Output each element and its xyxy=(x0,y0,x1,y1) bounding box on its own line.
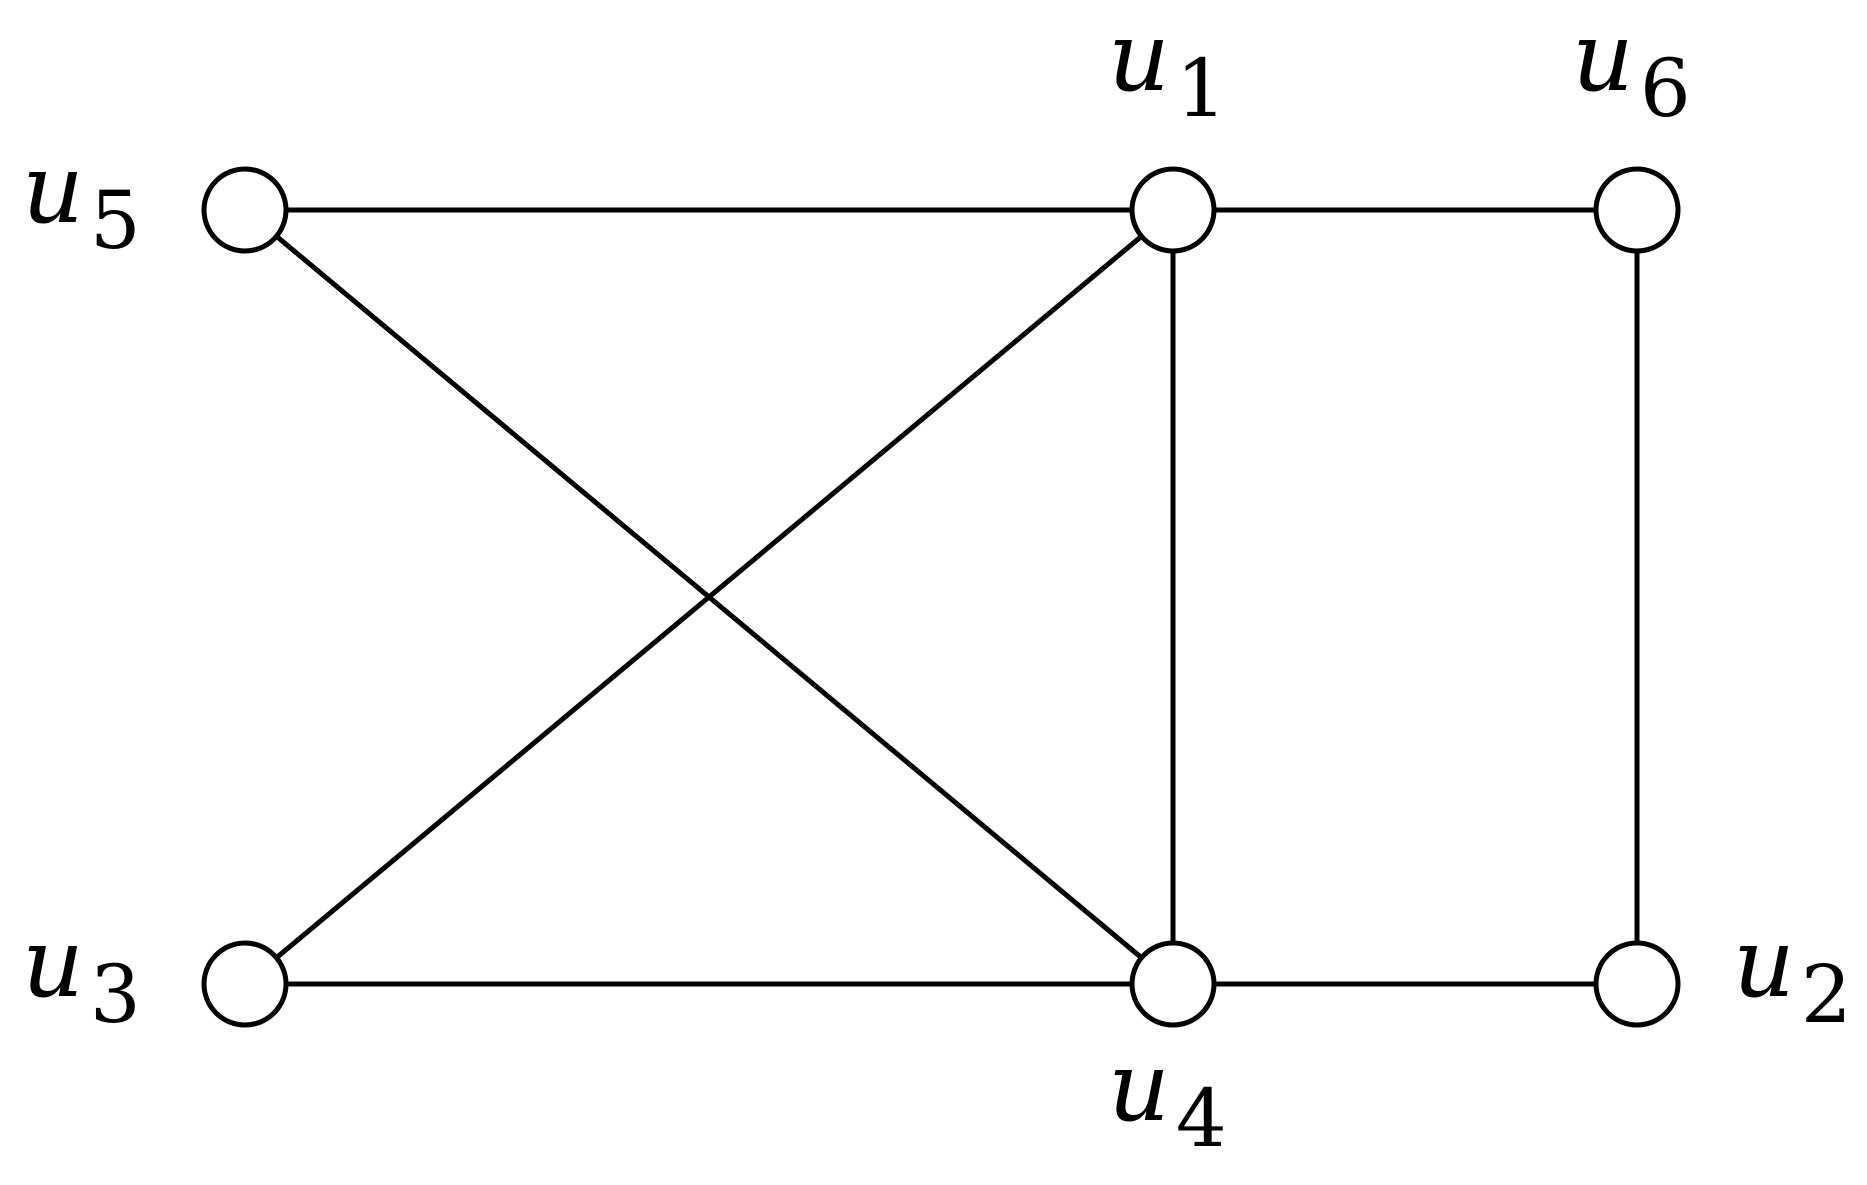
node-label-subscript: 2 xyxy=(1801,948,1852,1041)
node-label-base: u xyxy=(22,907,84,1019)
node-label-base: u xyxy=(1108,1,1170,113)
node-label-u2: u2 xyxy=(1733,907,1852,1041)
node-label-base: u xyxy=(1572,1,1634,113)
node-label-base: u xyxy=(1733,907,1795,1019)
node-label-base: u xyxy=(1108,1031,1170,1143)
node-u6 xyxy=(1593,166,1681,254)
node-label-u4: u4 xyxy=(1108,1031,1227,1165)
node-label-subscript: 5 xyxy=(90,174,141,267)
node-label-subscript: 4 xyxy=(1176,1072,1227,1165)
node-u3 xyxy=(201,940,289,1028)
node-u4 xyxy=(1129,940,1217,1028)
node-u2 xyxy=(1593,940,1681,1028)
node-label-subscript: 6 xyxy=(1640,42,1691,135)
node-label-subscript: 1 xyxy=(1176,42,1227,135)
node-label-subscript: 3 xyxy=(90,948,141,1041)
node-label-base: u xyxy=(22,133,84,245)
node-label-u5: u5 xyxy=(22,133,141,267)
nodes-layer xyxy=(201,166,1681,1028)
node-u5 xyxy=(201,166,289,254)
node-label-u3: u3 xyxy=(22,907,141,1041)
edge-u1-u3 xyxy=(243,208,1175,986)
node-u1 xyxy=(1129,166,1217,254)
node-label-u1: u1 xyxy=(1108,1,1227,135)
edges-layer xyxy=(243,207,1640,987)
node-label-u6: u6 xyxy=(1572,1,1691,135)
